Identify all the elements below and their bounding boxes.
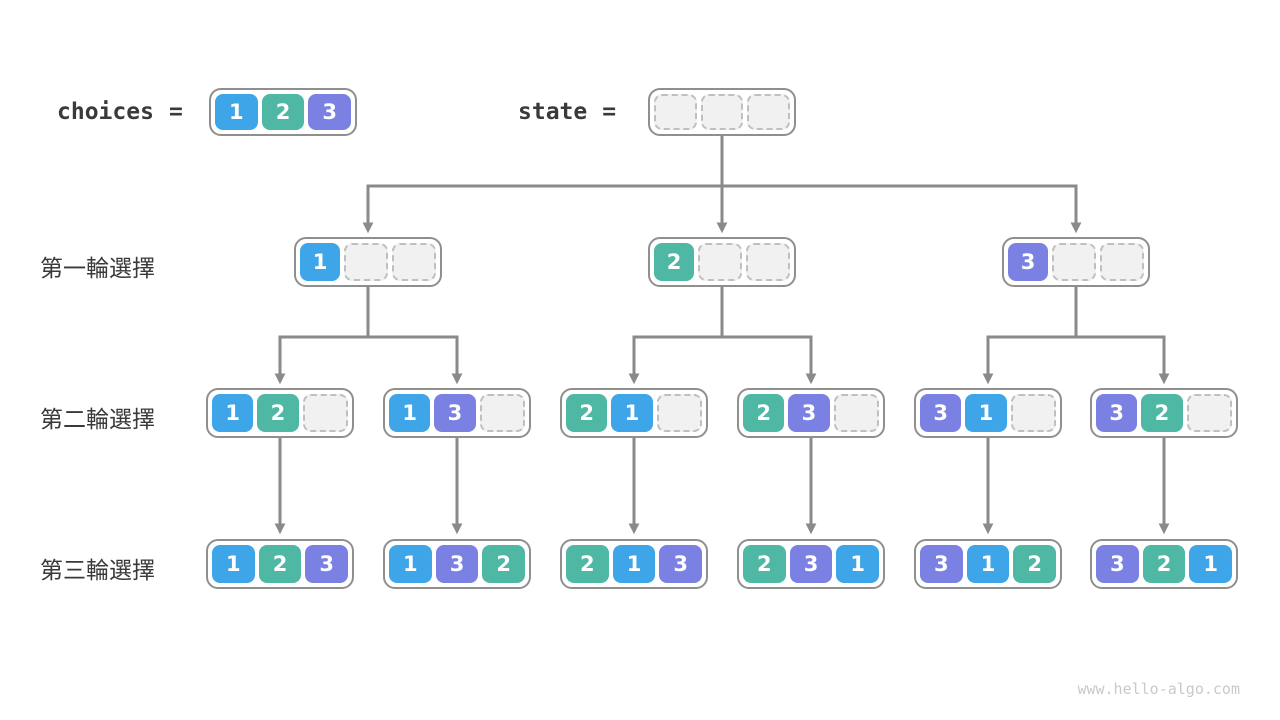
state-label: state bbox=[518, 99, 588, 125]
array-cell: 2 bbox=[743, 394, 785, 432]
round-3-label: 第三輪選擇 bbox=[40, 557, 155, 583]
tree-node: 3 bbox=[1002, 237, 1150, 287]
array-cell: 1 bbox=[300, 243, 340, 281]
array-cell: 1 bbox=[389, 545, 432, 583]
tree-node: 1 2 3 bbox=[206, 539, 354, 589]
tree-node: 1 2 bbox=[206, 388, 354, 438]
choices-array: 1 2 3 bbox=[209, 88, 357, 136]
tree-node: 3 2 1 bbox=[1090, 539, 1238, 589]
array-cell bbox=[654, 94, 697, 130]
array-cell: 2 bbox=[566, 545, 609, 583]
array-cell bbox=[302, 394, 348, 432]
array-cell bbox=[1186, 394, 1232, 432]
array-cell: 1 bbox=[215, 94, 258, 130]
array-cell: 3 bbox=[1008, 243, 1048, 281]
array-cell: 2 bbox=[654, 243, 694, 281]
array-cell: 3 bbox=[1096, 394, 1138, 432]
array-cell bbox=[1052, 243, 1096, 281]
tree-node: 2 3 1 bbox=[737, 539, 885, 589]
array-cell: 1 bbox=[965, 394, 1007, 432]
round-2-label: 第二輪選擇 bbox=[40, 406, 155, 432]
equals-sign: = bbox=[168, 99, 183, 125]
array-cell bbox=[746, 243, 790, 281]
array-cell: 2 bbox=[743, 545, 786, 583]
array-cell: 3 bbox=[1096, 545, 1139, 583]
state-expression: state = bbox=[518, 88, 616, 136]
array-cell: 1 bbox=[966, 545, 1010, 583]
array-cell: 1 bbox=[836, 545, 880, 583]
array-cell bbox=[656, 394, 702, 432]
tree-node: 2 1 bbox=[560, 388, 708, 438]
tree-node: 3 2 bbox=[1090, 388, 1238, 438]
array-cell: 3 bbox=[789, 545, 833, 583]
choices-expression: choices = bbox=[57, 88, 183, 136]
choices-label: choices bbox=[57, 99, 154, 125]
connector-l1-fork bbox=[274, 335, 463, 385]
array-cell bbox=[344, 243, 388, 281]
array-cell: 3 bbox=[659, 545, 703, 583]
tree-node: 1 3 bbox=[383, 388, 531, 438]
array-cell bbox=[698, 243, 742, 281]
array-cell bbox=[1010, 394, 1056, 432]
array-cell: 3 bbox=[435, 545, 479, 583]
connector-l1-fork bbox=[982, 335, 1170, 385]
tree-node: 1 bbox=[294, 237, 442, 287]
tree-node: 3 1 2 bbox=[914, 539, 1062, 589]
watermark: www.hello-algo.com bbox=[1077, 680, 1240, 698]
array-cell: 3 bbox=[308, 94, 352, 130]
array-cell: 3 bbox=[920, 545, 963, 583]
array-cell: 1 bbox=[612, 545, 656, 583]
tree-node: 2 1 3 bbox=[560, 539, 708, 589]
array-cell: 3 bbox=[305, 545, 349, 583]
array-cell: 2 bbox=[257, 394, 299, 432]
array-cell bbox=[1100, 243, 1144, 281]
array-cell: 1 bbox=[611, 394, 653, 432]
array-cell: 2 bbox=[258, 545, 302, 583]
array-cell: 2 bbox=[1142, 545, 1186, 583]
tree-node: 2 bbox=[648, 237, 796, 287]
tree-node: 2 3 bbox=[737, 388, 885, 438]
round-1-label: 第一輪選擇 bbox=[40, 255, 155, 281]
array-cell bbox=[833, 394, 879, 432]
array-cell: 1 bbox=[212, 394, 254, 432]
array-cell: 1 bbox=[389, 394, 431, 432]
array-cell: 1 bbox=[212, 545, 255, 583]
array-cell bbox=[747, 94, 791, 130]
array-cell: 3 bbox=[920, 394, 962, 432]
array-cell: 1 bbox=[1189, 545, 1233, 583]
array-cell bbox=[479, 394, 525, 432]
array-cell: 2 bbox=[1013, 545, 1057, 583]
array-cell: 2 bbox=[1141, 394, 1183, 432]
array-cell: 2 bbox=[482, 545, 526, 583]
array-cell bbox=[392, 243, 436, 281]
tree-node: 1 3 2 bbox=[383, 539, 531, 589]
equals-sign: = bbox=[602, 99, 617, 125]
array-cell: 3 bbox=[788, 394, 830, 432]
array-cell bbox=[700, 94, 744, 130]
array-cell: 2 bbox=[566, 394, 608, 432]
array-cell: 2 bbox=[261, 94, 305, 130]
state-array bbox=[648, 88, 796, 136]
array-cell: 3 bbox=[434, 394, 476, 432]
tree-node: 3 1 bbox=[914, 388, 1062, 438]
connector-l1-fork bbox=[628, 335, 817, 385]
